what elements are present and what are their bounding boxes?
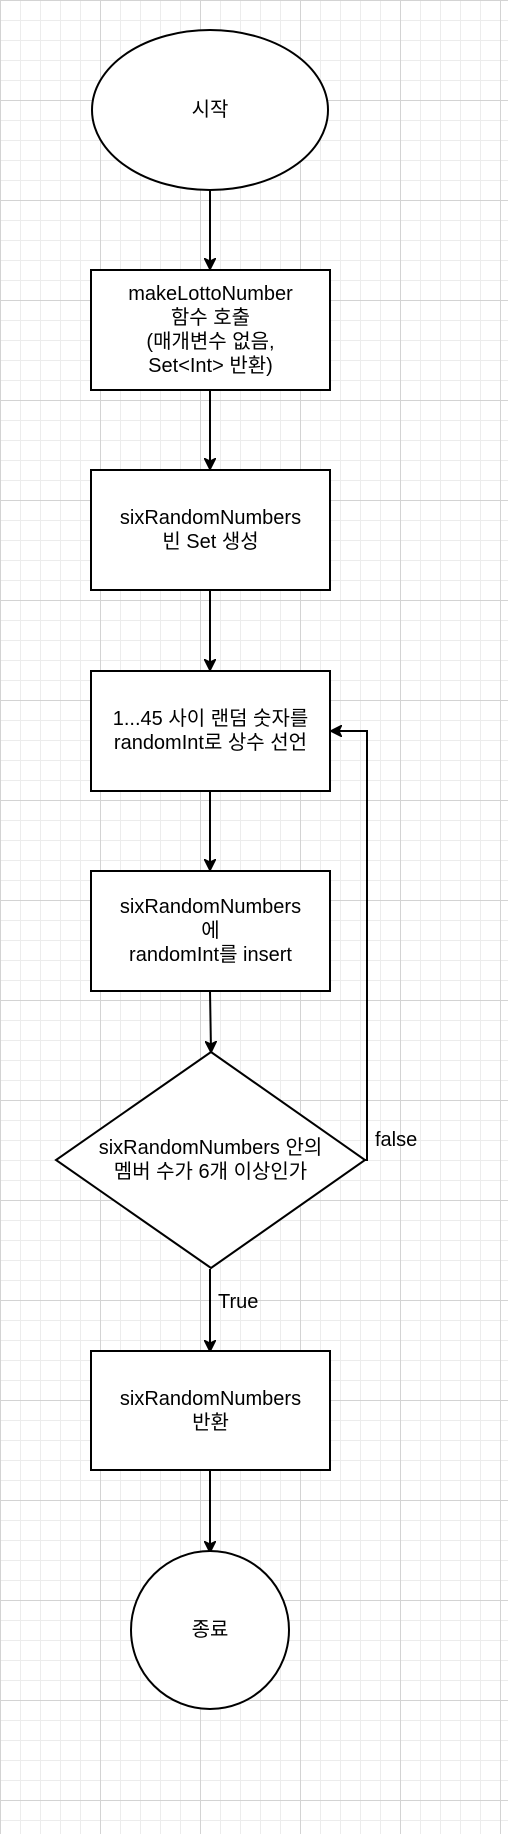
random-int-line-2: randomInt로 상수 선언 xyxy=(113,732,308,754)
create-set-line-1: sixRandomNumbers xyxy=(119,507,302,529)
start-node[interactable] xyxy=(91,29,329,191)
insert-line-1: sixRandomNumbers xyxy=(119,896,302,918)
start-node-line-1: 시작 xyxy=(191,99,229,121)
decision-line-2: 멤버 수가 6개 이상인가 xyxy=(113,1161,308,1183)
call-function-line-3: (매개변수 없음, xyxy=(146,331,275,353)
insert-line-3: randomInt를 insert xyxy=(129,944,292,966)
edge-decision-false-loop[interactable] xyxy=(332,731,368,1161)
end-node-line-1: 종료 xyxy=(191,1619,229,1641)
return-line-2: 반환 xyxy=(192,1411,229,1434)
call-function-line-1: makeLottoNumber xyxy=(128,283,293,305)
create-set-line-2: 빈 Set 생성 xyxy=(162,531,259,553)
member-count-decision-node[interactable] xyxy=(54,1050,367,1270)
insert-line-2: 에 xyxy=(201,920,220,942)
false-branch-label: false xyxy=(375,1129,418,1151)
create-empty-set-node-label: sixRandomNumbers 빈 Set 생성 xyxy=(91,470,330,590)
start-node-label: 시작 xyxy=(92,30,328,190)
call-function-line-2: 함수 호출 xyxy=(170,307,251,329)
end-node-label: 종료 xyxy=(131,1551,289,1709)
end-node[interactable] xyxy=(130,1550,290,1710)
call-function-line-4: Set<Int> 반환) xyxy=(148,355,273,377)
return-line-1: sixRandomNumbers xyxy=(119,1387,302,1410)
random-int-line-1: 1...45 사이 랜덤 숫자를 xyxy=(112,708,309,730)
create-empty-set-node[interactable] xyxy=(90,469,331,591)
declare-random-int-node[interactable] xyxy=(90,670,331,792)
call-function-node[interactable] xyxy=(90,269,331,391)
edge-insert-to-decision[interactable] xyxy=(210,990,211,1051)
declare-random-int-node-label: 1...45 사이 랜덤 숫자를 randomInt로 상수 선언 xyxy=(91,671,330,791)
return-set-node-label: sixRandomNumbers 반환 xyxy=(91,1351,330,1470)
insert-random-int-node[interactable] xyxy=(90,870,331,992)
call-function-node-label: makeLottoNumber 함수 호출 (매개변수 없음, Set<Int>… xyxy=(91,270,330,390)
member-count-decision-node-label: sixRandomNumbers 안의 멤버 수가 6개 이상인가 xyxy=(56,1110,365,1210)
return-set-node[interactable] xyxy=(90,1350,331,1471)
true-branch-label: True xyxy=(218,1291,259,1313)
insert-random-int-node-label: sixRandomNumbers 에 randomInt를 insert xyxy=(91,871,330,991)
decision-line-1: sixRandomNumbers 안의 xyxy=(98,1137,323,1159)
